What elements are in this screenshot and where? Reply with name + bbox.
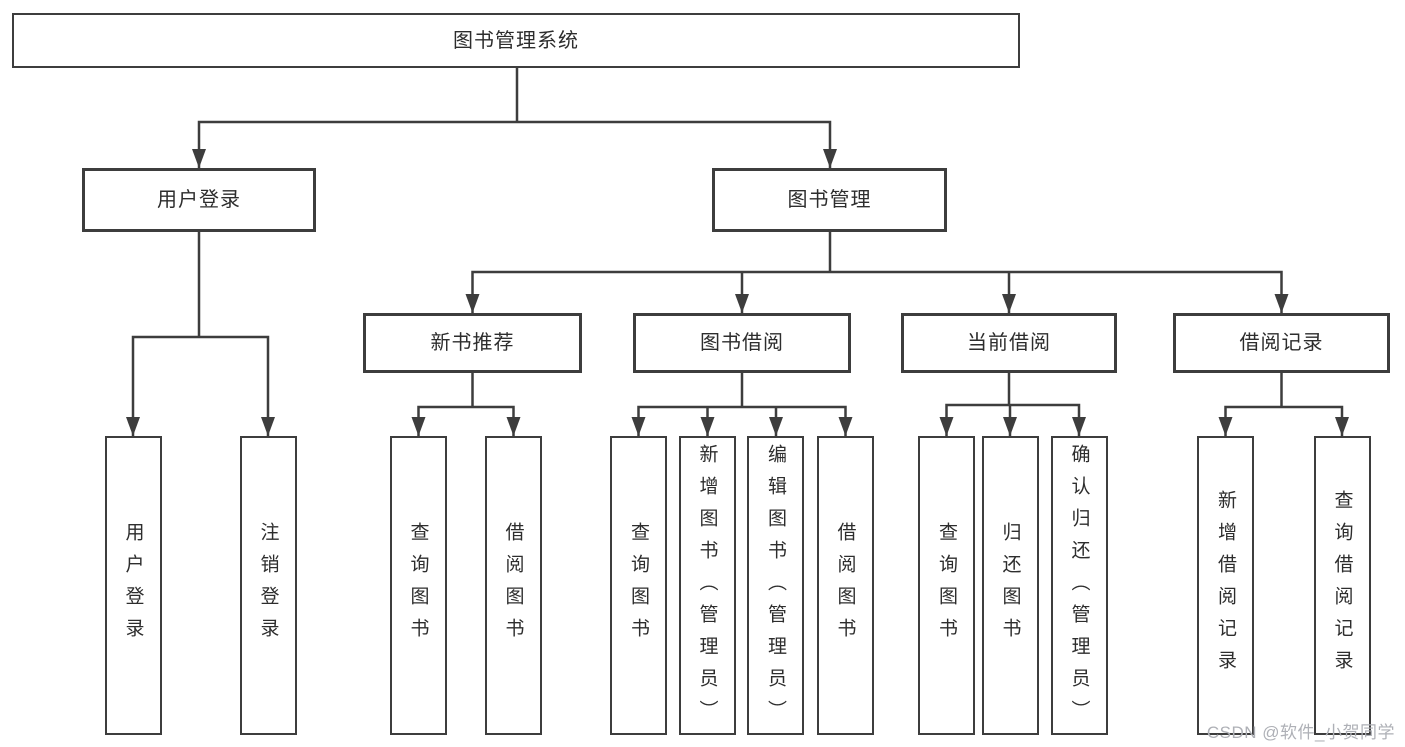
leaf-bb-edit-books-admin: 编辑图书（管理员） bbox=[747, 436, 804, 735]
connector-borrowrecord-to-leaves bbox=[1224, 373, 1344, 436]
arrowhead bbox=[838, 417, 853, 436]
leaf-cb-return-books: 归还图书 bbox=[981, 436, 1039, 735]
arrowhead bbox=[1218, 417, 1233, 436]
node-borrowing-records: 借阅记录 bbox=[1173, 313, 1390, 373]
arrowhead bbox=[506, 417, 521, 436]
arrowhead bbox=[192, 149, 206, 168]
leaf-bb-borrow-books: 借阅图书 bbox=[816, 436, 874, 735]
arrowhead bbox=[1003, 417, 1017, 436]
arrowhead bbox=[1335, 417, 1349, 436]
arrowhead bbox=[939, 417, 954, 436]
arrowhead bbox=[261, 417, 275, 436]
leaf-cb-confirm-return-admin: 确认归还（管理员） bbox=[1050, 436, 1108, 735]
arrowheads bbox=[126, 149, 1349, 436]
connector-bookmgmt-to-level3 bbox=[471, 232, 1283, 313]
leaf-bb-add-books-admin: 新增图书（管理员） bbox=[678, 436, 736, 735]
leaf-bb-query-books: 查询图书 bbox=[610, 436, 667, 735]
node-book-management: 图书管理 bbox=[712, 168, 947, 232]
arrowhead bbox=[823, 149, 837, 168]
arrowhead bbox=[126, 417, 140, 436]
leaf-rec-borrow-books: 借阅图书 bbox=[484, 436, 542, 735]
leaf-logout: 注销登录 bbox=[239, 436, 297, 735]
leaf-rec-query-books: 查询图书 bbox=[389, 436, 447, 735]
arrowhead bbox=[465, 294, 480, 313]
node-current-borrowing: 当前借阅 bbox=[901, 313, 1117, 373]
leaf-cb-query-books: 查询图书 bbox=[918, 436, 975, 735]
leaf-user-login: 用户登录 bbox=[104, 436, 162, 735]
arrowhead bbox=[1002, 294, 1016, 313]
connector-newbookrec-to-leaves bbox=[417, 373, 515, 436]
node-new-book-recommendation: 新书推荐 bbox=[363, 313, 582, 373]
node-book-borrowing: 图书借阅 bbox=[633, 313, 851, 373]
arrowhead bbox=[411, 417, 426, 436]
arrowhead bbox=[631, 417, 646, 436]
node-user-login: 用户登录 bbox=[82, 168, 316, 232]
leaf-br-add-record: 新增借阅记录 bbox=[1197, 436, 1254, 735]
connector-root-to-level2 bbox=[197, 68, 832, 168]
node-library-management-system: 图书管理系统 bbox=[12, 13, 1020, 68]
leaf-br-query-record: 查询借阅记录 bbox=[1313, 436, 1371, 735]
arrowhead bbox=[1072, 417, 1086, 436]
arrowhead bbox=[735, 294, 749, 313]
connector-bookborrow-to-leaves bbox=[637, 373, 847, 436]
arrowhead bbox=[1274, 294, 1289, 313]
arrowhead bbox=[700, 417, 715, 436]
arrowhead bbox=[769, 417, 783, 436]
connector-userlogin-to-leaves bbox=[131, 232, 270, 436]
